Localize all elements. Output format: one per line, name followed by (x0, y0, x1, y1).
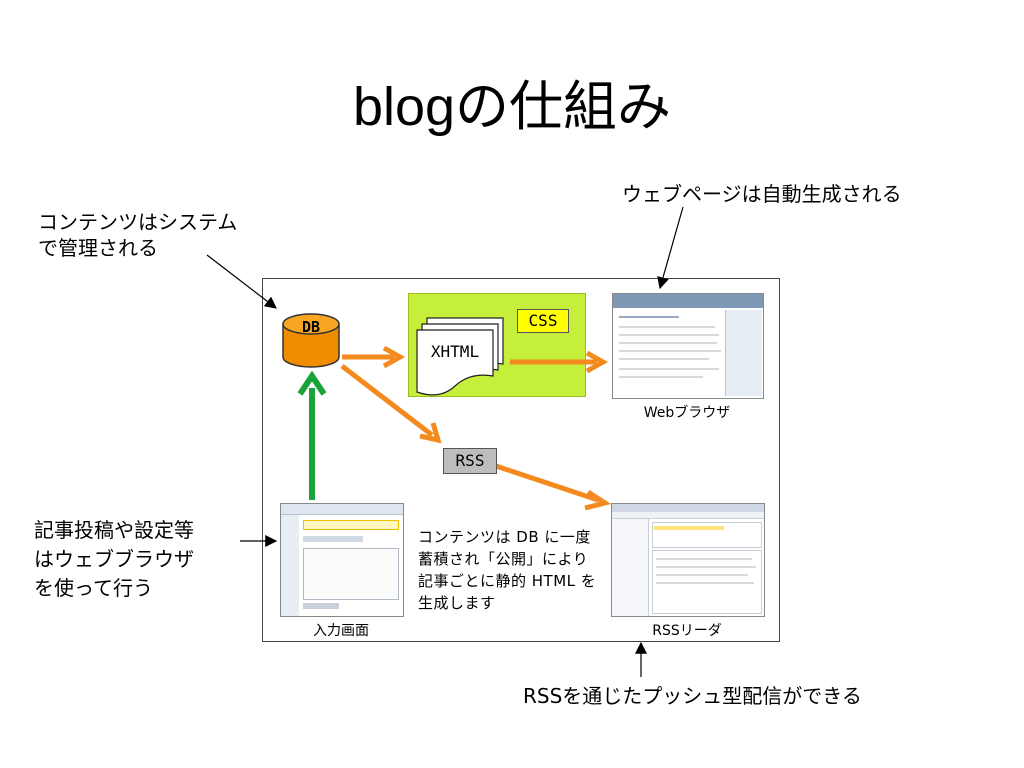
browser-sidebar (725, 310, 762, 396)
reader-feed-list (612, 519, 649, 616)
db-label: DB (301, 318, 321, 336)
arrow-db-to-xhtml-head (382, 345, 406, 369)
arrow-rss-to-reader (495, 463, 599, 503)
callout-input: 記事投稿や設定等 はウェブブラウザ を使って行う (34, 516, 194, 603)
arrow-db-to-rss-head (419, 422, 442, 444)
reader-line (656, 566, 756, 568)
input-body-textarea (303, 548, 399, 600)
browser-line (619, 342, 717, 344)
diagram-note: コンテンツは DB に一度 蓄積され「公開」により 記事ごとに静的 HTML を… (418, 526, 596, 614)
browser-line (619, 326, 715, 328)
callout-rss-push: RSSを通じたプッシュ型配信ができる (523, 684, 862, 708)
input-notice-bar (303, 520, 399, 530)
input-button (303, 603, 339, 609)
browser-line (619, 316, 679, 318)
diagram-note-line2: 蓄積され「公開」により (418, 550, 589, 568)
rss-reader-caption: RSSリーダ (652, 623, 722, 639)
rss-reader-thumbnail (611, 503, 765, 617)
reader-selected-item (654, 526, 724, 530)
reader-line (656, 574, 748, 576)
web-browser-caption: Webブラウザ (643, 405, 731, 421)
browser-line (619, 350, 721, 352)
callout-cms-line1: コンテンツはシステム (38, 210, 238, 234)
callout-input-line2: はウェブブラウザ (34, 547, 194, 571)
diagram-note-line1: コンテンツは DB に一度 (418, 528, 591, 546)
arrow-db-to-rss (340, 364, 434, 437)
slide-title: blogの仕組み (352, 77, 672, 137)
pointer-webpage (657, 206, 684, 290)
diagram-note-line3: 記事ごとに静的 HTML を (418, 572, 597, 590)
db-cylinder (282, 313, 340, 368)
reader-line (656, 558, 752, 560)
browser-line (619, 334, 719, 336)
pointer-cms (206, 254, 277, 309)
input-sidebar (281, 515, 299, 616)
css-tag: CSS (517, 309, 569, 333)
browser-header-bar (613, 294, 763, 308)
callout-cms-line2: で管理される (38, 236, 158, 260)
browser-line (619, 368, 719, 370)
reader-title-bar (612, 504, 764, 512)
input-header-bar (281, 504, 403, 515)
browser-line (619, 376, 703, 378)
web-browser-thumbnail (612, 293, 764, 399)
arrow-xhtml-to-browser-head (585, 350, 609, 374)
diagram-note-line4: 生成します (418, 594, 496, 612)
callout-input-line3: を使って行う (34, 576, 153, 600)
input-screen-thumbnail (280, 503, 404, 617)
browser-line (619, 358, 709, 360)
input-screen-caption: 入力画面 (313, 623, 369, 639)
callout-input-line1: 記事投稿や設定等 (34, 518, 194, 542)
reader-line (656, 582, 754, 584)
arrow-input-to-db-head (297, 370, 327, 396)
reader-toolbar (612, 512, 764, 519)
xhtml-document-icon (416, 317, 504, 396)
callout-cms: コンテンツはシステム で管理される (38, 209, 237, 261)
rss-tag: RSS (443, 448, 497, 474)
callout-webpage: ウェブページは自動生成される (622, 182, 902, 206)
input-title-field (303, 536, 363, 542)
xhtml-label: XHTML (430, 342, 480, 361)
arrow-rss-to-reader-head (584, 489, 612, 511)
